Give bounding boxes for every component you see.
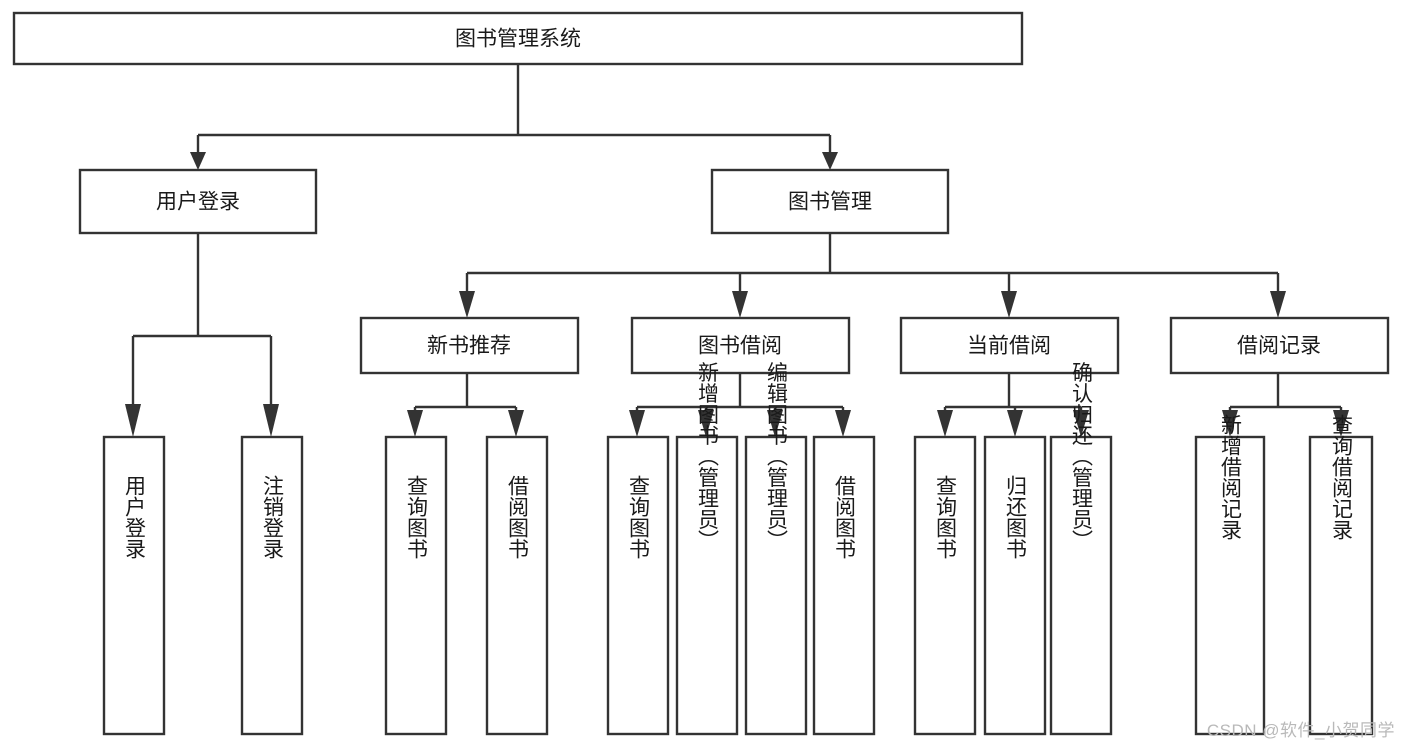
node-login-label: 用户登录 (156, 191, 240, 214)
node-record-label: 借阅记录 (1237, 335, 1321, 358)
node-leaf-4-label: 借阅图书 (506, 475, 530, 559)
node-leaf-5-label: 查询图书 (627, 475, 651, 559)
arrow-head-leaf-1 (125, 404, 141, 437)
node-leaf-10[interactable]: 归还图书 (983, 435, 1047, 736)
node-leaf-12-label: 新增借阅记录 (1219, 414, 1243, 540)
arrow-head-bookmgmt (822, 152, 838, 170)
node-leaf-10-label: 归还图书 (1004, 475, 1028, 559)
arrow-head-leaf-2 (263, 404, 279, 437)
arrow-head-current (1001, 291, 1017, 318)
connectors-layer (125, 64, 1349, 437)
node-leaf-7-label: 编辑图书（管理员） (765, 362, 789, 551)
arrow-head-leaf-8 (835, 410, 851, 437)
arrow-head-login (190, 152, 206, 170)
arrow-head-newbook (459, 291, 475, 318)
node-current[interactable]: 当前借阅 (899, 316, 1120, 375)
arrow-head-record (1270, 291, 1286, 318)
node-leaf-2[interactable]: 注销登录 (240, 435, 304, 736)
arrow-head-leaf-3 (407, 410, 423, 437)
node-leaf-9-label: 查询图书 (934, 475, 958, 559)
node-bookmgmt[interactable]: 图书管理 (710, 168, 950, 235)
node-root[interactable]: 图书管理系统 (12, 11, 1024, 66)
csdn-watermark: CSDN @软件_小贺同学 (1206, 721, 1395, 740)
arrow-head-leaf-9 (937, 410, 953, 437)
node-bookmgmt-label: 图书管理 (788, 191, 872, 214)
arrow-head-leaf-7 (767, 410, 783, 437)
arrow-head-leaf-10 (1007, 410, 1023, 437)
node-leaf-6-label: 新增图书（管理员） (696, 362, 720, 551)
node-leaf-12[interactable]: 新增借阅记录 (1194, 414, 1266, 736)
node-leaf-9[interactable]: 查询图书 (913, 435, 977, 736)
node-newbook-label: 新书推荐 (427, 335, 511, 358)
node-leaf-4[interactable]: 借阅图书 (485, 435, 549, 736)
node-leaf-2-label: 注销登录 (261, 475, 285, 559)
node-leaf-8-label: 借阅图书 (833, 475, 857, 559)
node-leaf-5[interactable]: 查询图书 (606, 435, 670, 736)
node-root-label: 图书管理系统 (455, 28, 581, 51)
node-login[interactable]: 用户登录 (78, 168, 318, 235)
node-leaf-11[interactable]: 确认归还（管理员） (1049, 362, 1113, 736)
node-leaf-3-label: 查询图书 (405, 475, 429, 559)
node-leaf-1[interactable]: 用户登录 (102, 435, 166, 736)
arrow-head-leaf-11 (1073, 410, 1089, 437)
node-leaf-13-label: 查询借阅记录 (1330, 414, 1354, 540)
node-borrow-label: 图书借阅 (698, 335, 782, 358)
node-newbook[interactable]: 新书推荐 (359, 316, 580, 375)
node-record[interactable]: 借阅记录 (1169, 316, 1390, 375)
node-leaf-3[interactable]: 查询图书 (384, 435, 448, 736)
arrow-head-borrow (732, 291, 748, 318)
arrow-head-leaf-5 (629, 410, 645, 437)
node-leaf-8[interactable]: 借阅图书 (812, 435, 876, 736)
node-leaf-1-label: 用户登录 (123, 475, 147, 559)
node-current-label: 当前借阅 (967, 335, 1051, 358)
arrow-head-leaf-6 (698, 410, 714, 437)
node-borrow[interactable]: 图书借阅 (630, 316, 851, 375)
arrow-head-leaf-12 (1222, 410, 1238, 437)
node-leaf-7[interactable]: 编辑图书（管理员） (744, 362, 808, 736)
arrow-head-leaf-13 (1333, 410, 1349, 437)
node-leaf-6[interactable]: 新增图书（管理员） (675, 362, 739, 736)
arrow-head-leaf-4 (508, 410, 524, 437)
node-leaf-13[interactable]: 查询借阅记录 (1308, 414, 1374, 736)
node-leaf-11-label: 确认归还（管理员） (1070, 362, 1094, 551)
